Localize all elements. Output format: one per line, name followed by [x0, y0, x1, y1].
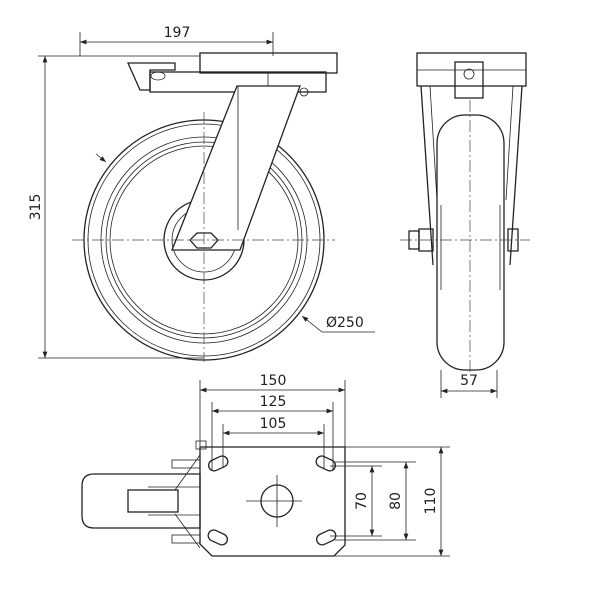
dimension-197: 197: [79, 25, 274, 56]
dim-150-label: 150: [260, 373, 287, 389]
front-view: [72, 52, 338, 362]
dimension-125: 125: [211, 394, 334, 470]
dim-105-label: 105: [260, 416, 287, 432]
dim-70-label: 70: [354, 492, 370, 510]
dimension-diameter: Ø250: [301, 315, 375, 333]
dim-315-label: 315: [28, 194, 44, 221]
dim-diameter-label: Ø250: [326, 315, 364, 331]
dimension-80: 80: [335, 461, 416, 541]
dim-197-label: 197: [164, 25, 191, 41]
dimension-70: 70: [330, 465, 382, 537]
bottom-view: [81, 440, 346, 557]
dimension-315: 315: [28, 55, 204, 359]
dim-125-label: 125: [260, 394, 287, 410]
dimension-57: 57: [440, 370, 498, 398]
dimension-150: 150: [199, 373, 346, 447]
dim-57-label: 57: [460, 373, 478, 389]
dim-80-label: 80: [388, 492, 404, 510]
dimension-110: 110: [334, 446, 450, 557]
mounting-slots: [207, 455, 337, 546]
dimension-105: 105: [222, 416, 325, 468]
side-view: [400, 52, 530, 375]
dim-110-label: 110: [423, 488, 439, 515]
